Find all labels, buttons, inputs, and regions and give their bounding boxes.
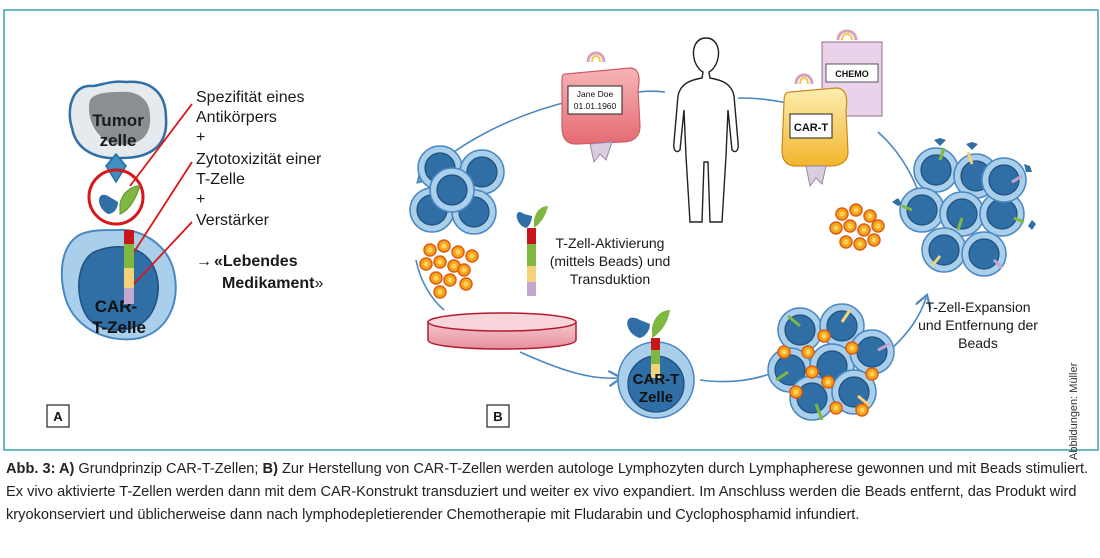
caption-a-label: A) — [58, 461, 75, 477]
car-t-product-bag: CAR-T — [781, 73, 849, 188]
figure-caption: Abb. 3: A) Grundprinzip CAR-T-Zellen; B)… — [6, 458, 1094, 527]
caption-b-label: B) — [262, 461, 278, 477]
receptor-segment-green — [124, 244, 134, 268]
medikament-line: Medikament» — [222, 275, 323, 292]
text-plus-2: + — [196, 191, 205, 208]
expanded-cluster-receptors — [901, 147, 1025, 270]
expanded-cluster-receptor-heads — [892, 138, 1036, 230]
figure: Tumor zelle CAR- T-Zelle Spezifität ei — [3, 9, 1099, 451]
chemo-label: CHEMO — [835, 69, 869, 79]
quote-close: » — [314, 275, 323, 292]
binding-highlight-circle — [87, 168, 145, 226]
caption-a-text: Grundprinzip CAR-T-Zellen; — [74, 461, 263, 477]
medikament-word: Medikament — [222, 275, 315, 292]
car-construct-receptor — [516, 206, 548, 296]
figure-svg: Tumor zelle CAR- T-Zelle Spezifität ei — [3, 9, 1099, 451]
car-t-cell: CAR- T-Zelle — [60, 228, 177, 341]
panel-b-letter-box — [486, 404, 510, 428]
activation-text-line-2: (mittels Beads) und — [550, 253, 671, 269]
expansion-text-line-1: T-Zell-Expansion — [925, 299, 1030, 315]
tumor-label-line-2: zelle — [100, 131, 137, 150]
expansion-cluster-receptors — [775, 309, 891, 421]
text-zytotoxizitaet-line-2: T-Zelle — [196, 171, 245, 188]
panel-b-letter: B — [493, 409, 502, 424]
expansion-text-line-2: und Entfernung der — [918, 317, 1038, 333]
car-t-cell-product-label-1: CAR-T — [633, 371, 680, 388]
tumor-cell: Tumor zelle — [68, 80, 168, 160]
patient-silhouette-icon — [673, 37, 739, 223]
arrow-glyph: → — [196, 253, 212, 270]
panel-a-letter-box — [46, 404, 70, 428]
pointer-line-antibody — [129, 103, 193, 187]
image-credit: Abbildungen: Müller — [1068, 362, 1080, 460]
receptor-segment-purple — [124, 288, 134, 304]
apheresis-bag: Jane Doe 01.01.1960 — [561, 51, 641, 164]
activation-text-line-3: Transduktion — [570, 271, 650, 287]
caption-prefix: Abb. 3: — [6, 461, 59, 477]
car-t-cell-product: CAR-T Zelle — [617, 310, 695, 419]
panel-a: Tumor zelle CAR- T-Zelle Spezifität ei — [46, 80, 323, 428]
activation-text-line-1: T-Zell-Aktivierung — [556, 235, 665, 251]
car-t-cell-product-label-2: Zelle — [639, 389, 673, 406]
lebendes-line: «Lebendes — [214, 253, 298, 270]
car-t-cell-label-line-2: T-Zelle — [92, 318, 146, 337]
bag-patient-date: 01.01.1960 — [574, 101, 617, 111]
lymphocyte-cluster — [409, 145, 505, 235]
expansion-text-line-3: Beads — [958, 335, 998, 351]
pointer-line-verstaerker — [133, 221, 193, 285]
pointer-line-zytotoxizitaet — [133, 161, 193, 253]
tumor-label-line-1: Tumor — [92, 111, 144, 130]
text-plus-1: + — [196, 129, 205, 146]
panel-b: Jane Doe 01.01.1960 CHEMO CAR-T — [409, 29, 1038, 428]
figure-frame — [3, 9, 1099, 451]
expansion-cluster-with-beads — [767, 303, 895, 421]
text-spezifitaet-line-2: Antikörpers — [196, 109, 277, 126]
beads-left — [419, 239, 479, 299]
tumor-antigen — [105, 152, 127, 184]
receptor-segment-yellow — [124, 268, 134, 288]
car-t-bag-label: CAR-T — [794, 122, 828, 134]
caption-b-text: Zur Herstellung von CAR-T-Zellen werden … — [6, 461, 1089, 523]
culture-dish — [427, 312, 577, 350]
quote-open: « — [214, 253, 223, 270]
bag-patient-name: Jane Doe — [577, 89, 614, 99]
lebendes-word: Lebendes — [223, 253, 298, 270]
car-receptor-head — [99, 185, 141, 215]
panel-a-letter: A — [53, 409, 63, 424]
expanded-t-cell-cluster — [899, 147, 1027, 277]
text-verstaerker: Verstärker — [196, 212, 270, 229]
text-spezifitaet-line-1: Spezifität eines — [196, 89, 305, 106]
text-zytotoxizitaet-line-1: Zytotoxizität einer — [196, 151, 322, 168]
receptor-segment-red — [124, 230, 134, 244]
removed-beads — [829, 203, 885, 251]
